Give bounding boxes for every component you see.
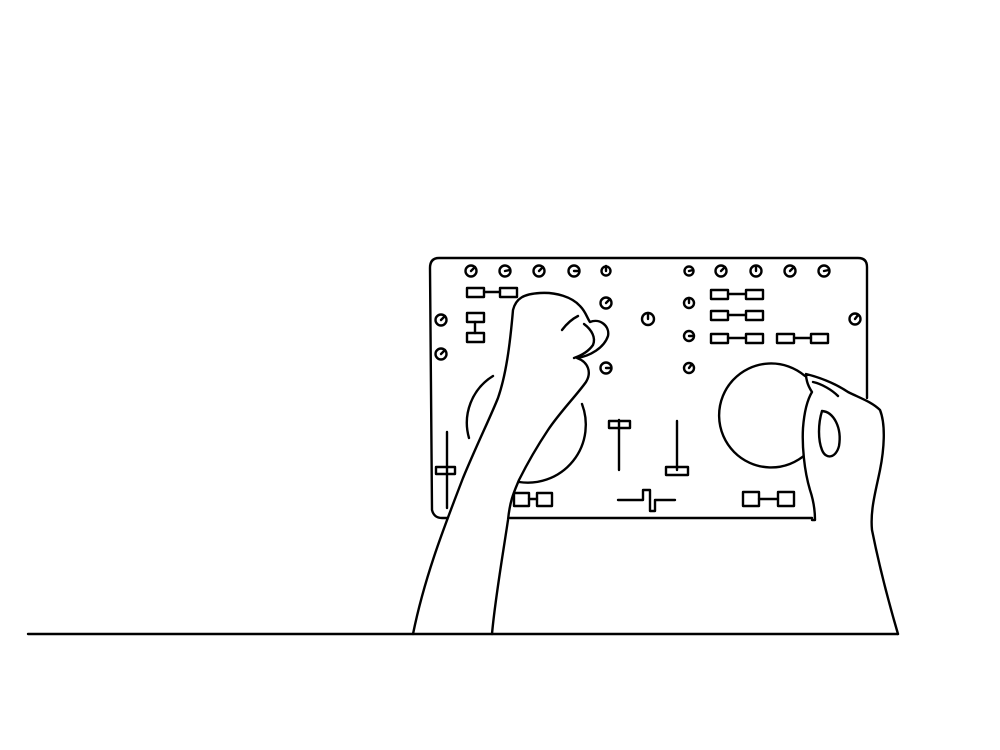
left-hand-finger-detail <box>560 314 580 332</box>
right-hand-knuckle <box>811 380 840 398</box>
left-jog-wheel <box>465 374 495 440</box>
pad-button <box>709 332 730 345</box>
left-hand <box>411 291 610 636</box>
side-knobs <box>434 312 862 361</box>
knob-icon <box>599 296 613 310</box>
right-deck-buttons <box>709 288 830 345</box>
top-knobs-right <box>683 264 831 278</box>
pad-button <box>744 288 765 301</box>
knob-icon <box>532 264 546 278</box>
mixer-knobs <box>599 296 696 375</box>
knob-icon <box>714 264 728 278</box>
knob-icon <box>783 264 797 278</box>
bottom-buttons-right <box>741 490 796 508</box>
knob-icon <box>599 361 613 375</box>
pad-button <box>744 332 765 345</box>
controller-body <box>428 256 869 520</box>
pad-button <box>465 286 486 299</box>
knob-icon <box>498 264 512 278</box>
left-hand-thumb <box>572 322 596 360</box>
knob-icon <box>434 347 448 361</box>
knob-icon <box>682 361 696 375</box>
channel-fader-left <box>607 418 632 472</box>
pad-button <box>709 309 730 322</box>
pad-button <box>744 309 765 322</box>
bottom-buttons-left <box>512 491 554 508</box>
knob-icon <box>600 264 612 277</box>
knob-icon <box>817 264 831 278</box>
pad-button <box>512 491 531 508</box>
pitch-fader-left <box>434 430 457 510</box>
right-hand <box>801 372 900 636</box>
pad-button <box>709 288 730 301</box>
left-deck-buttons <box>465 286 519 344</box>
knob-icon <box>567 264 581 278</box>
knob-icon <box>434 313 448 327</box>
right-hand-finger <box>817 409 841 458</box>
knob-icon <box>749 264 763 278</box>
knob-icon <box>682 296 696 310</box>
pad-button <box>775 332 796 345</box>
pad-button <box>809 332 830 345</box>
knob-icon <box>640 311 656 327</box>
left-jog-wheel-lower <box>517 402 587 484</box>
pad-button <box>535 491 554 508</box>
pad-button <box>465 331 486 344</box>
pad-button <box>741 490 761 508</box>
crossfader <box>616 488 677 513</box>
top-knobs-left <box>464 264 612 278</box>
right-jog-wheel <box>717 362 808 469</box>
channel-fader-right <box>664 419 690 477</box>
knob-icon <box>848 312 862 326</box>
pad-button <box>465 311 486 324</box>
knob-icon <box>683 265 695 277</box>
knob-icon <box>682 329 696 343</box>
pad-button <box>776 490 796 508</box>
knob-icon <box>464 264 478 278</box>
pad-button <box>498 286 519 299</box>
